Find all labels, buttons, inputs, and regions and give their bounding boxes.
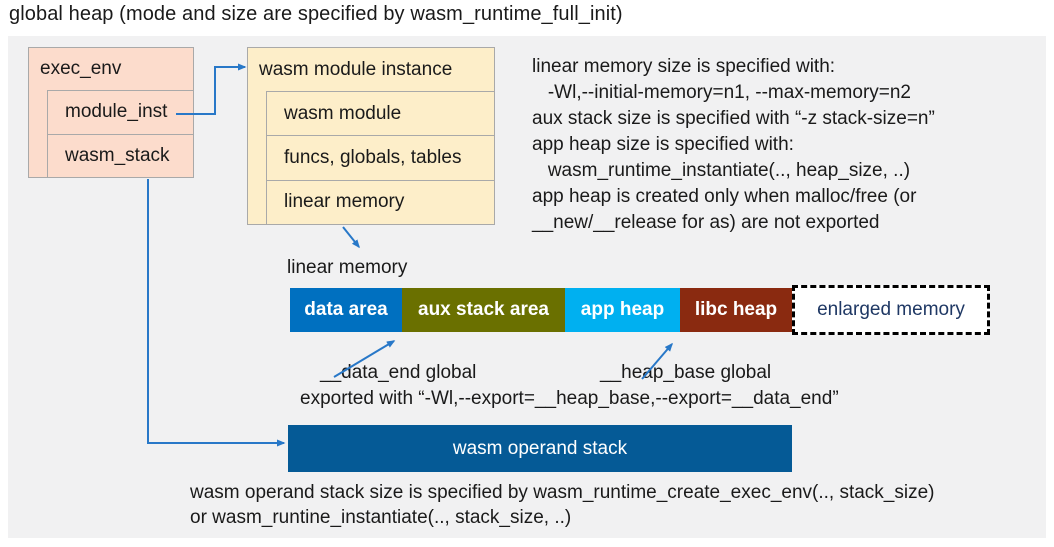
- memory-segment-libc-heap: libc heap: [680, 288, 792, 332]
- memory-segment-data-area: data area: [290, 288, 402, 332]
- linear-memory-label: linear memory: [287, 257, 408, 278]
- size-notes-text: linear memory size is specified with: -W…: [532, 54, 935, 236]
- note-line-6: app heap is created only when malloc/fre…: [532, 186, 917, 207]
- exec-env-row-1: module_inst: [47, 90, 193, 134]
- memory-segment-app-heap: app heap: [565, 288, 680, 332]
- module-instance-row-2: funcs, globals, tables: [266, 135, 494, 180]
- wasm-module-instance-header: wasm module instance: [259, 58, 453, 80]
- note-line-2: -Wl,--initial-memory=n1, --max-memory=n2: [532, 82, 911, 103]
- data-end-global-label: __data_end global: [320, 362, 477, 383]
- footer-line-2: or wasm_runtine_instantiate(.., stack_si…: [190, 507, 572, 528]
- note-line-7: __new/__release for as) are not exported: [532, 212, 880, 233]
- operand-stack-note-text: wasm operand stack size is specified by …: [190, 480, 935, 530]
- exec-env-header: exec_env: [40, 58, 122, 79]
- export-flags-label: exported with “-Wl,--export=__heap_base,…: [300, 388, 839, 409]
- note-line-5: wasm_runtime_instantiate(.., heap_size, …: [532, 160, 911, 181]
- footer-line-1: wasm operand stack size is specified by …: [190, 482, 935, 503]
- note-line-1: linear memory size is specified with:: [532, 56, 836, 77]
- module-instance-row-3: linear memory: [266, 179, 494, 224]
- diagram-title: global heap (mode and size are specified…: [9, 3, 623, 25]
- note-line-3: aux stack size is specified with “-z sta…: [532, 108, 935, 129]
- module-instance-row-1: wasm module: [266, 91, 494, 136]
- exec-env-row-2: wasm_stack: [47, 133, 193, 177]
- memory-segment-enlarged-memory: enlarged memory: [792, 285, 990, 335]
- heap-base-global-label: __heap_base global: [600, 362, 772, 383]
- wasm-operand-stack-bar: wasm operand stack: [288, 425, 792, 472]
- memory-segment-aux-stack-area: aux stack area: [402, 288, 565, 332]
- note-line-4: app heap size is specified with:: [532, 134, 794, 155]
